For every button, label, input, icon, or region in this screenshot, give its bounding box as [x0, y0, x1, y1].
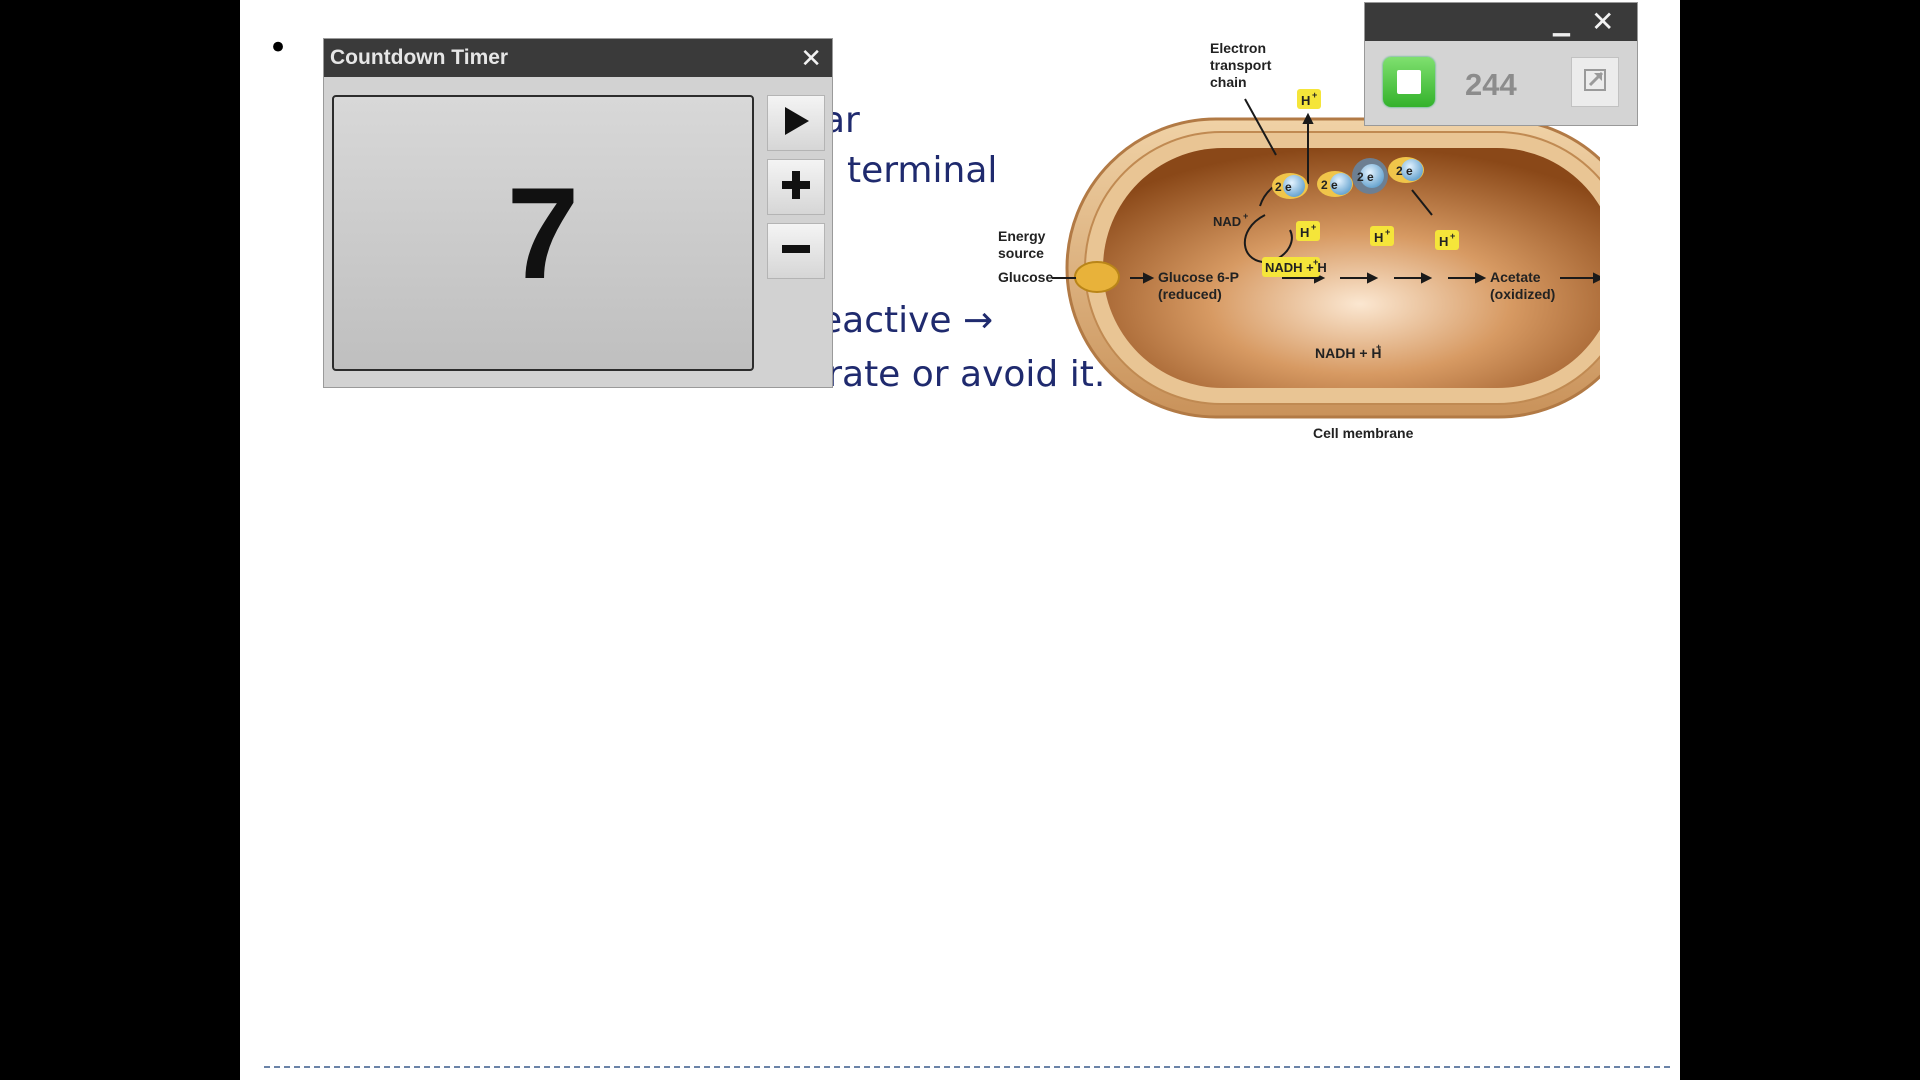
cytoplasm [1103, 148, 1617, 388]
stop-icon [1397, 70, 1421, 94]
plus-icon [780, 169, 812, 206]
svg-text:+: + [1312, 90, 1317, 100]
close-icon[interactable]: ✕ [1591, 6, 1615, 37]
electron-carriers [1272, 157, 1424, 199]
electron-pair-label: 2 e [1396, 164, 1413, 178]
proton-badge: H + [1435, 230, 1459, 250]
mini-control-widget[interactable]: ▁ ✕ 244 [1364, 2, 1638, 126]
nadh-center-label: NADH + H + [1315, 342, 1382, 361]
cell-metabolism-diagram: 2 e 2 e 2 e 2 e H + H + H + H [960, 40, 1649, 450]
minus-icon [780, 233, 812, 270]
svg-text:H: H [1439, 234, 1448, 249]
proton-badge: H + [1297, 89, 1321, 109]
timer-title: Countdown Timer [330, 46, 509, 69]
nad-label: NAD + [1213, 211, 1248, 229]
expand-button[interactable] [1571, 57, 1619, 107]
stop-button[interactable] [1383, 57, 1435, 107]
electron-pair-label: 2 e [1321, 178, 1338, 192]
nadh-badge: NADH + H + [1262, 257, 1327, 277]
timer-titlebar[interactable]: Countdown Timer ✕ [324, 39, 832, 77]
glucose-transporter [1074, 261, 1120, 293]
svg-text:NADH + H: NADH + H [1315, 345, 1382, 361]
svg-text:NADH + H: NADH + H [1265, 260, 1327, 275]
timer-display: 7 [332, 95, 754, 371]
svg-text:H: H [1300, 225, 1309, 240]
widget-titlebar[interactable]: ▁ ✕ [1365, 3, 1637, 41]
glucose6p-label: Glucose 6-P (reduced) [1158, 269, 1243, 302]
svg-text:+: + [1385, 227, 1390, 237]
electron-pair-label: 2 e [1275, 180, 1292, 194]
close-icon[interactable]: ✕ [800, 43, 822, 73]
electron-transport-chain-label: Electron transport chain [1210, 40, 1275, 90]
svg-text:+: + [1243, 211, 1248, 221]
countdown-timer-window[interactable]: Countdown Timer ✕ 7 [323, 38, 833, 388]
add-time-button[interactable] [767, 159, 825, 215]
glucose-label: Glucose [998, 269, 1053, 285]
play-button[interactable] [767, 95, 825, 151]
svg-text:+: + [1313, 257, 1318, 267]
widget-counter: 244 [1465, 67, 1517, 102]
svg-text:+: + [1376, 342, 1381, 352]
cell-membrane-label: Cell membrane [1313, 425, 1414, 441]
svg-text:+: + [1311, 222, 1316, 232]
acetate-label: Acetate (oxidized) [1490, 269, 1555, 302]
energy-source-label: Energy source [998, 228, 1049, 261]
svg-text:H: H [1374, 230, 1383, 245]
expand-icon [1581, 66, 1609, 99]
svg-text:H: H [1301, 93, 1310, 108]
bullet-marker: • [268, 28, 289, 68]
svg-text:NAD: NAD [1213, 214, 1241, 229]
minimize-icon[interactable]: ▁ [1553, 11, 1570, 36]
proton-badge: H + [1370, 226, 1394, 246]
text-fragment-reactive: eactive → [820, 300, 994, 341]
play-icon [781, 105, 811, 142]
slide-footer-divider [264, 1066, 1670, 1068]
timer-value: 7 [506, 160, 580, 306]
svg-text:+: + [1450, 231, 1455, 241]
slide: • ar terminal eactive → microbes evolved… [240, 0, 1680, 1080]
proton-badge: H + [1296, 221, 1320, 241]
subtract-time-button[interactable] [767, 223, 825, 279]
electron-pair-label: 2 e [1357, 170, 1374, 184]
text-fragment-terminal: terminal [847, 150, 998, 191]
